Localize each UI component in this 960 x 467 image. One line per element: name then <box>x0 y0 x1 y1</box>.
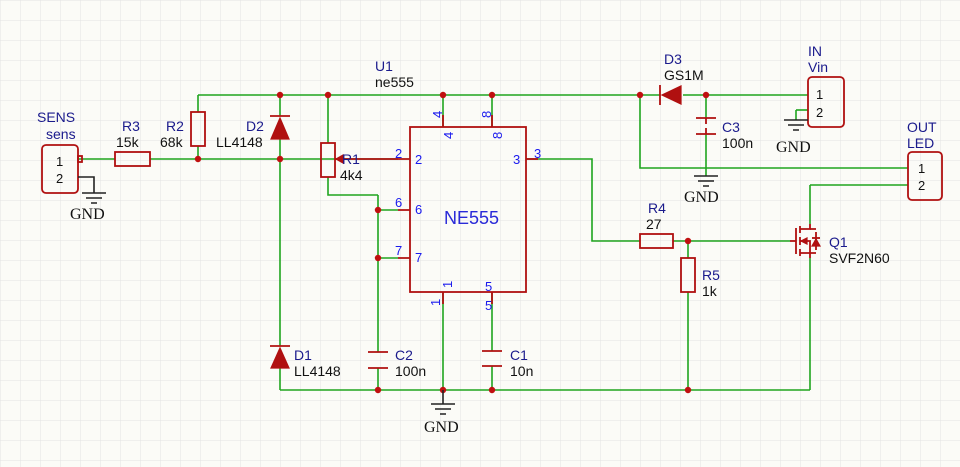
svg-text:1: 1 <box>428 299 443 306</box>
resistor-r5: R5 1k <box>680 257 720 299</box>
svg-text:100n: 100n <box>722 135 753 151</box>
svg-text:C1: C1 <box>510 347 528 363</box>
svg-text:LL4148: LL4148 <box>216 134 263 150</box>
svg-text:4: 4 <box>430 111 445 118</box>
svg-text:7: 7 <box>415 250 422 265</box>
svg-text:15k: 15k <box>116 134 140 150</box>
svg-text:SVF2N60: SVF2N60 <box>829 250 890 266</box>
connector-sens: 1 2 SENS sens GND <box>37 109 106 223</box>
chip-name: NE555 <box>444 208 499 228</box>
svg-text:Q1: Q1 <box>829 234 848 250</box>
svg-text:1: 1 <box>440 281 455 288</box>
svg-text:GS1M: GS1M <box>664 67 704 83</box>
svg-text:2: 2 <box>56 171 63 186</box>
gnd-label-sens: GND <box>70 206 105 223</box>
diode-d3: D3 GS1M <box>659 51 704 105</box>
svg-text:7: 7 <box>395 243 402 258</box>
capacitor-c3: C3 100n GND <box>684 117 753 206</box>
in-ref-label: IN <box>808 43 822 59</box>
svg-text:LL4148: LL4148 <box>294 363 341 379</box>
svg-text:8: 8 <box>479 111 494 118</box>
connector-in: 1 2 IN Vin GND <box>776 43 845 156</box>
sens-ref-label: SENS <box>37 109 75 125</box>
svg-text:1k: 1k <box>702 283 718 299</box>
svg-text:D2: D2 <box>246 118 264 134</box>
svg-text:2: 2 <box>395 146 402 161</box>
svg-text:3: 3 <box>513 152 520 167</box>
svg-text:2: 2 <box>816 105 823 120</box>
svg-text:27: 27 <box>646 216 662 232</box>
svg-text:C3: C3 <box>722 119 740 135</box>
u1-ref-label: U1 <box>375 58 393 74</box>
svg-text:1: 1 <box>56 154 63 169</box>
resistor-r1-potentiometer: R1 4k4 <box>320 142 398 183</box>
gnd-label-in: GND <box>776 139 811 156</box>
resistor-r4: R4 27 <box>639 200 674 249</box>
in-val-label: Vin <box>808 59 828 75</box>
u1-val-label: ne555 <box>375 74 414 90</box>
svg-text:R4: R4 <box>648 200 666 216</box>
svg-text:3: 3 <box>534 146 541 161</box>
ground-main: GND <box>424 390 459 436</box>
svg-text:R3: R3 <box>122 118 140 134</box>
svg-text:68k: 68k <box>160 134 184 150</box>
svg-text:D3: D3 <box>664 51 682 67</box>
connector-out: 1 2 OUT LED <box>907 119 943 201</box>
resistor-r3: R3 15k <box>114 118 151 167</box>
wires <box>78 94 908 391</box>
svg-text:R1: R1 <box>342 151 360 167</box>
gnd-label-main: GND <box>424 419 459 436</box>
diode-d2: D2 LL4148 <box>216 115 290 150</box>
svg-text:4k4: 4k4 <box>340 167 363 183</box>
diode-d1: D1 LL4148 <box>270 345 341 379</box>
out-val-label: LED <box>907 135 934 151</box>
svg-text:2: 2 <box>415 152 422 167</box>
svg-text:5: 5 <box>485 298 492 313</box>
svg-text:R5: R5 <box>702 267 720 283</box>
svg-text:100n: 100n <box>395 363 426 379</box>
resistor-r2: R2 68k <box>160 111 206 150</box>
svg-text:6: 6 <box>415 202 422 217</box>
svg-text:6: 6 <box>395 195 402 210</box>
svg-text:C2: C2 <box>395 347 413 363</box>
svg-text:1: 1 <box>918 161 925 176</box>
svg-text:10n: 10n <box>510 363 533 379</box>
svg-text:1: 1 <box>816 87 823 102</box>
capacitor-c1: C1 10n <box>482 347 533 379</box>
svg-text:4: 4 <box>441 132 456 139</box>
gnd-label-c3: GND <box>684 189 719 206</box>
junctions <box>194 91 710 394</box>
out-ref-label: OUT <box>907 119 937 135</box>
svg-text:D1: D1 <box>294 347 312 363</box>
svg-text:R2: R2 <box>166 118 184 134</box>
capacitor-c2: C2 100n <box>368 347 426 379</box>
svg-text:2: 2 <box>918 178 925 193</box>
mosfet-q1: Q1 SVF2N60 <box>790 224 890 266</box>
ic-u1-ne555: NE555 U1 ne555 2 2 6 6 7 7 3 3 4 4 8 8 1… <box>375 58 541 313</box>
sens-val-label: sens <box>46 126 76 142</box>
svg-text:5: 5 <box>485 279 492 294</box>
svg-text:8: 8 <box>490 132 505 139</box>
